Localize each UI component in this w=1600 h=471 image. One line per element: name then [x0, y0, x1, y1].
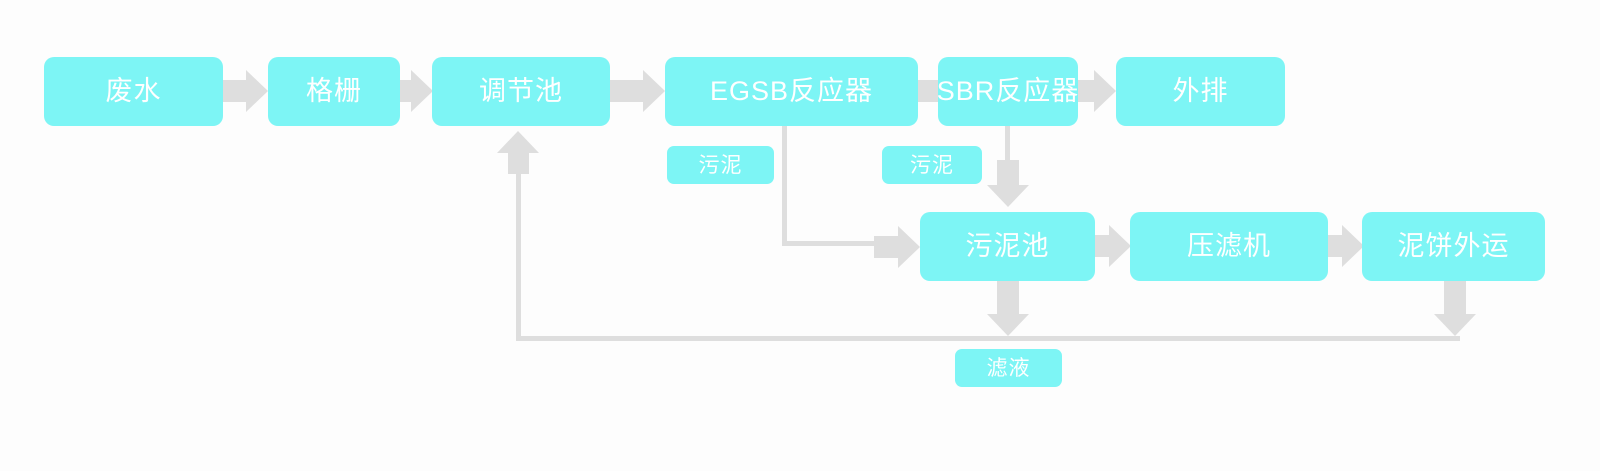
node-sludge-tank[interactable]: 污泥池	[920, 212, 1095, 281]
node-grille-label: 格栅	[306, 76, 362, 106]
edge-label-sludge-from-egsb[interactable]: 污泥	[667, 146, 774, 184]
node-sbr-reactor[interactable]: SBR反应器	[936, 57, 1080, 126]
node-sbr-reactor-label: SBR反应器	[936, 76, 1080, 106]
node-grille[interactable]: 格栅	[268, 57, 400, 126]
node-wastewater-label: 废水	[105, 76, 162, 106]
connector-grille-to-regulating-tank	[400, 70, 433, 112]
edge-label-sludge-from-egsb-text: 污泥	[698, 153, 743, 177]
node-filter-press-label: 压滤机	[1187, 231, 1271, 261]
node-wastewater[interactable]: 废水	[44, 57, 223, 126]
node-discharge-label: 外排	[1172, 76, 1229, 106]
node-mud-cake-transport[interactable]: 泥饼外运	[1362, 212, 1545, 281]
connector-regulating-tank-to-egsb	[610, 70, 666, 112]
node-egsb-reactor-label: EGSB反应器	[709, 76, 874, 106]
edge-label-sludge-from-sbr[interactable]: 污泥	[882, 146, 982, 184]
node-mud-cake-transport-label: 泥饼外运	[1397, 231, 1510, 261]
edge-label-filtrate[interactable]: 滤液	[955, 349, 1062, 387]
connector-sludge-tank-to-filter-press	[1095, 225, 1132, 267]
node-sludge-tank-label: 污泥池	[965, 231, 1050, 261]
connector-wastewater-to-grille	[223, 70, 268, 112]
node-egsb-reactor[interactable]: EGSB反应器	[665, 57, 918, 126]
node-regulating-tank-label: 调节池	[479, 76, 563, 106]
connector-sbr-to-discharge	[1078, 70, 1117, 112]
connector-filter-press-to-mud-cake	[1328, 225, 1365, 267]
node-discharge[interactable]: 外排	[1116, 57, 1285, 126]
node-filter-press[interactable]: 压滤机	[1130, 212, 1328, 281]
node-regulating-tank[interactable]: 调节池	[432, 57, 610, 126]
edge-label-sludge-from-sbr-text: 污泥	[910, 153, 954, 177]
edge-label-filtrate-text: 滤液	[986, 356, 1031, 380]
